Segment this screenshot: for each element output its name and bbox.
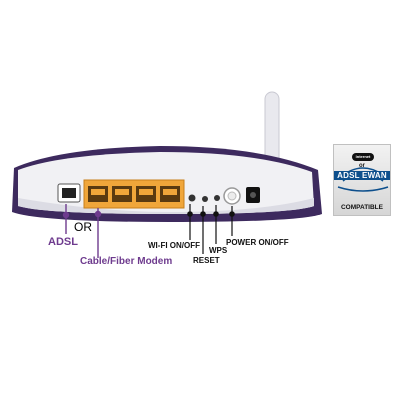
compatibility-badge: Internet or ADSL EWAN COMPATIBLE (333, 144, 391, 216)
adsl-port (57, 183, 81, 203)
badge-or-text: or (359, 163, 365, 169)
ethernet-ports (83, 179, 185, 209)
control-buttons (188, 187, 260, 205)
wps-label: WPS (209, 246, 228, 255)
wifi-on-off-label: WI-FI ON/OFF (148, 241, 200, 250)
power-on-off-label: POWER ON/OFF (226, 238, 289, 247)
reset-label: RESET (193, 256, 220, 265)
badge-compatible-text: COMPATIBLE (340, 204, 383, 211)
cable-fiber-modem-label: Cable/Fiber Modem (80, 256, 173, 267)
callouts-purple (62, 204, 102, 258)
badge-internet-text: Internet (352, 153, 374, 161)
badge-adsl-ewan-text: ADSL EWAN (334, 171, 390, 180)
or-label: OR (74, 220, 92, 234)
adsl-label: ADSL (48, 236, 78, 248)
callouts-black (187, 204, 235, 254)
